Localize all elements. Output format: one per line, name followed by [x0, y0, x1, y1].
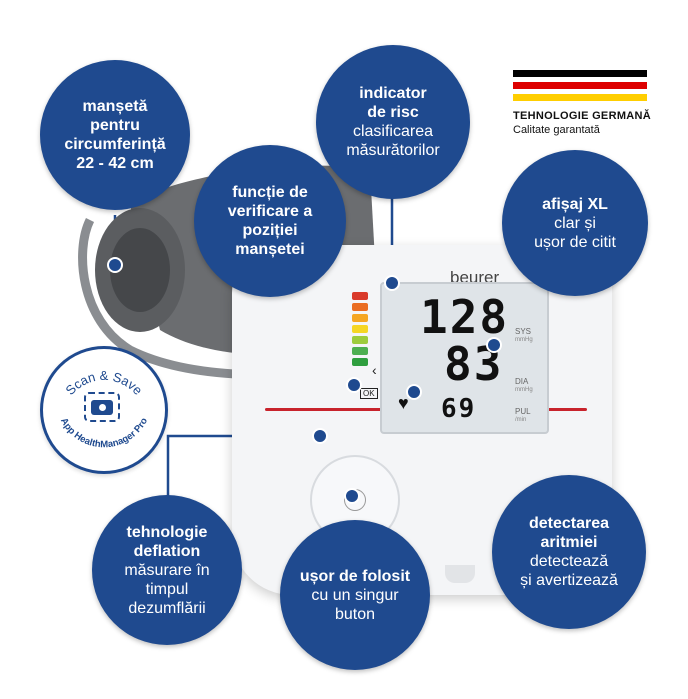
dot-deflation [312, 428, 328, 444]
feature-cuff-position-title: funcție de verificare a poziției manșete… [227, 184, 313, 258]
badge-title: TEHNOLOGIE GERMANĂ [513, 110, 652, 122]
feature-cuff-size: manșetă pentru circumferință 22 - 42 cm [40, 60, 190, 210]
dot-risk [384, 275, 400, 291]
dot-arrhythmia [406, 384, 422, 400]
flag-black-stripe [513, 70, 647, 77]
dia-unit: mmHg [515, 387, 533, 393]
pul-unit: /min [515, 417, 527, 423]
feature-one-button: ușor de folosit cu un singur buton [280, 520, 430, 670]
dot-cuff [107, 257, 123, 273]
feature-xl-display: afișaj XL clar și ușor de citit [502, 150, 648, 296]
feature-deflation-sub: măsurare în timpul dezumflării [124, 561, 210, 617]
feature-one-button-sub: cu un singur buton [311, 586, 399, 623]
pul-value: 69 [441, 394, 477, 424]
device-foot [445, 565, 475, 583]
risk-indicator [352, 292, 368, 392]
lcd-screen [380, 282, 549, 434]
feature-xl-display-sub: clar și ușor de citit [534, 214, 616, 251]
feature-arrhythmia-sub: detectează și avertizează [520, 553, 618, 589]
feature-cuff-position: funcție de verificare a poziției manșete… [194, 145, 346, 297]
feature-arrhythmia: detectarea aritmiei detectează și averti… [492, 475, 646, 629]
cuff-arrow-icon: ‹ [372, 362, 377, 378]
dia-label: DIA [515, 377, 529, 386]
feature-risk-indicator: indicator de risc clasificarea măsurător… [316, 45, 470, 199]
feature-cuff-size-title: manșetă pentru circumferință 22 - 42 cm [64, 98, 166, 172]
feature-one-button-title: ușor de folosit [299, 567, 411, 585]
feature-xl-display-title: afișaj XL [542, 195, 608, 213]
sys-label: SYS [515, 327, 532, 336]
feature-deflation: tehnologie deflation măsurare în timpul … [92, 495, 242, 645]
ok-label: OK [360, 388, 378, 399]
dot-button [344, 488, 360, 504]
camera-icon [84, 392, 120, 422]
feature-risk-indicator-sub: clasificarea măsurătorilor [346, 123, 440, 159]
dot-position [346, 377, 362, 393]
dot-display [486, 337, 502, 353]
flag-red-stripe [513, 82, 647, 89]
heart-icon: ♥ [398, 393, 409, 413]
feature-deflation-title: tehnologie deflation [126, 523, 208, 560]
sys-unit: mmHg [515, 337, 533, 343]
scan-save-badge[interactable]: Scan & Save App HealthManager Pro [40, 346, 168, 474]
flag-gold-stripe [513, 94, 647, 101]
pul-label: PUL [515, 407, 531, 416]
sys-value: 128 [420, 290, 510, 344]
feature-arrhythmia-title: detectarea aritmiei [528, 515, 610, 551]
badge-subtitle: Calitate garantată [513, 124, 600, 136]
feature-risk-indicator-title: indicator de risc [359, 85, 427, 121]
